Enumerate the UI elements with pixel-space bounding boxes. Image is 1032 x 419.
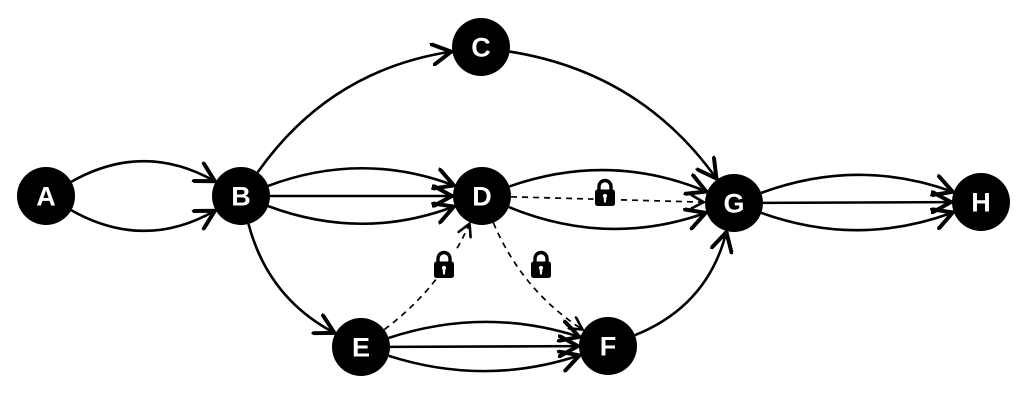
edge-G-H (760, 213, 952, 232)
edge-E-F (388, 322, 579, 338)
edge-A-B (70, 159, 214, 182)
edge-B-C (256, 52, 451, 174)
edge-G-H (762, 202, 950, 203)
edge-A-B (70, 210, 214, 233)
edge-B-E (247, 223, 333, 332)
node-G: G (705, 174, 763, 232)
edge-E-D-locked (383, 224, 469, 331)
node-A: A (17, 167, 75, 225)
node-H: H (952, 173, 1010, 231)
node-C: C (452, 18, 510, 76)
edge-D-G (508, 168, 705, 191)
lock-icon (432, 250, 456, 279)
edge-F-G (634, 233, 726, 337)
edge-G-H (760, 173, 952, 193)
node-circle (17, 167, 75, 225)
nodes-layer: A B C D E F G H (17, 18, 1010, 376)
node-B: B (212, 167, 270, 225)
edge-B-D (267, 206, 453, 226)
node-circle (952, 173, 1010, 231)
node-label: F (600, 332, 617, 362)
node-circle (705, 174, 763, 232)
node-label: D (472, 182, 492, 212)
node-label: C (471, 33, 491, 63)
node-label: H (971, 188, 991, 218)
edge-E-F (388, 356, 579, 371)
node-F: F (579, 317, 637, 375)
locks-layer (432, 178, 617, 279)
lock-icon (529, 250, 553, 279)
node-label: B (231, 182, 251, 212)
node-label: A (36, 182, 56, 212)
edge-D-G-locked (510, 197, 703, 202)
node-circle (332, 318, 390, 376)
node-circle (212, 167, 270, 225)
lock-icon (593, 178, 617, 207)
node-circle (453, 167, 511, 225)
edge-B-D (267, 166, 453, 186)
node-label: G (723, 189, 744, 219)
node-D: D (453, 167, 511, 225)
node-circle (579, 317, 637, 375)
edge-C-G (509, 50, 716, 178)
edge-D-G (508, 205, 705, 229)
edge-E-F (389, 346, 577, 347)
edges-layer (70, 50, 952, 372)
node-circle (452, 18, 510, 76)
node-E: E (332, 318, 390, 376)
node-label: E (352, 333, 370, 363)
